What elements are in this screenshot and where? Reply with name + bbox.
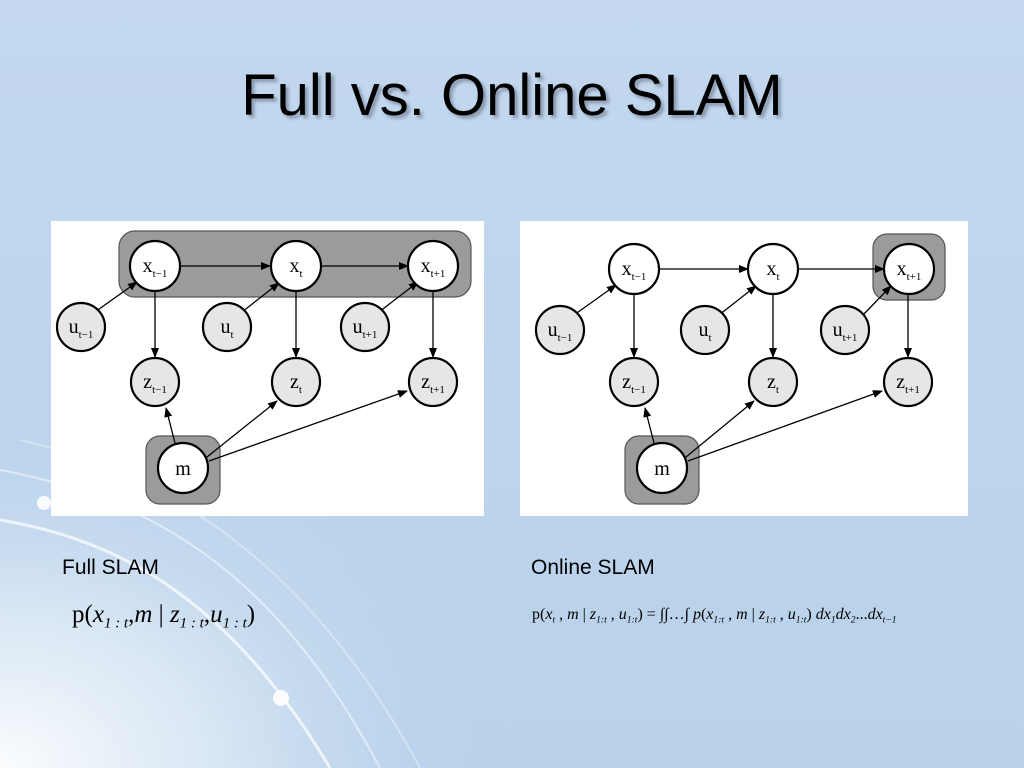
node-x-prev: xt−1: [128, 239, 182, 293]
svg-text:xt−1: xt−1: [622, 258, 647, 283]
svg-text:m: m: [175, 458, 191, 480]
svg-text:xt: xt: [289, 255, 302, 280]
node-z-t: zt: [270, 356, 322, 408]
svg-text:zt: zt: [290, 371, 302, 396]
svg-text:zt−1: zt−1: [622, 371, 646, 396]
node-u-prev: ut−1: [55, 301, 107, 353]
svg-text:xt+1: xt+1: [421, 255, 446, 280]
svg-text:ut+1: ut+1: [833, 319, 858, 344]
edge-u-t-to-x-t: [241, 282, 280, 313]
edge-u-next-to-x-next: [862, 285, 892, 316]
svg-text:ut: ut: [220, 316, 233, 341]
node-z-next: zt+1: [407, 356, 459, 408]
edge-m-to-z-t: [685, 400, 755, 458]
svg-text:ut−1: ut−1: [548, 319, 573, 344]
edge-m-to-z-prev: [643, 407, 655, 444]
node-m: m: [156, 441, 210, 495]
full-slam-diagram: xt−1 xt xt+1 ut−1 ut ut+1 zt−1 zt: [51, 221, 484, 516]
node-x-t: xt: [269, 239, 323, 293]
svg-text:ut+1: ut+1: [353, 316, 378, 341]
node-x-next: xt+1: [882, 242, 936, 296]
node-x-prev: xt−1: [607, 242, 661, 296]
edge-m-to-z-next: [208, 390, 408, 462]
node-u-t: ut: [679, 304, 731, 356]
online-slam-caption: Online SLAM: [531, 556, 655, 579]
full-slam-caption: Full SLAM: [62, 556, 159, 579]
node-u-next: ut+1: [339, 301, 391, 353]
svg-text:m: m: [654, 458, 670, 480]
edge-u-prev-to-x-prev: [94, 281, 138, 313]
svg-text:ut: ut: [698, 319, 711, 344]
svg-text:xt−1: xt−1: [143, 255, 168, 280]
svg-text:ut−1: ut−1: [69, 316, 94, 341]
node-u-prev: ut−1: [534, 304, 586, 356]
full-slam-graph: xt−1 xt xt+1 ut−1 ut ut+1 zt−1 zt: [55, 230, 472, 505]
node-m: m: [635, 441, 689, 495]
node-x-next: xt+1: [406, 239, 460, 293]
full-slam-formula: p(x1 : t,m | z1 : t,u1 : t): [72, 601, 256, 632]
svg-text:zt−1: zt−1: [143, 371, 167, 396]
edge-m-to-z-t: [206, 400, 278, 458]
edge-u-t-to-x-t: [718, 285, 757, 316]
node-z-prev: zt−1: [608, 356, 660, 408]
svg-text:zt+1: zt+1: [896, 371, 920, 396]
node-x-t: xt: [746, 242, 800, 296]
online-slam-diagram: xt−1 xt xt+1 ut−1 ut ut+1 zt−1 zt: [520, 221, 968, 516]
node-u-t: ut: [201, 301, 253, 353]
edge-m-to-z-prev: [164, 407, 176, 444]
svg-text:xt: xt: [766, 258, 779, 283]
online-slam-formula: p(xt , m | z1:t , u1:t) = ∫∫…∫ p(x1:t , …: [532, 606, 897, 626]
slide-title: Full vs. Online SLAM: [241, 63, 783, 128]
node-z-prev: zt−1: [129, 356, 181, 408]
edge-u-prev-to-x-prev: [573, 284, 617, 316]
online-slam-graph: xt−1 xt xt+1 ut−1 ut ut+1 zt−1 zt: [534, 233, 946, 505]
svg-text:zt: zt: [767, 371, 779, 396]
svg-text:xt+1: xt+1: [897, 258, 922, 283]
node-u-next: ut+1: [819, 304, 871, 356]
edge-u-next-to-x-next: [378, 281, 419, 313]
edge-m-to-z-next: [687, 390, 883, 462]
svg-text:zt+1: zt+1: [421, 371, 445, 396]
node-z-t: zt: [747, 356, 799, 408]
node-z-next: zt+1: [882, 356, 934, 408]
